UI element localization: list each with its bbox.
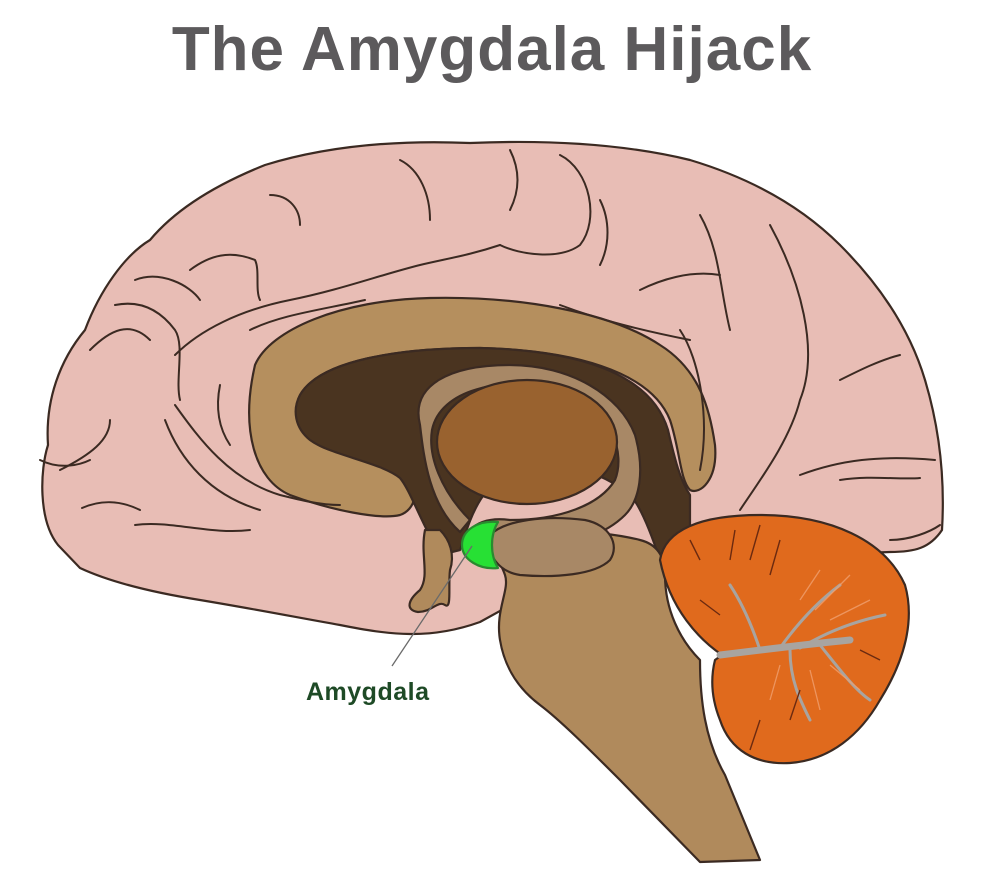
diagram-title: The Amygdala Hijack	[171, 15, 813, 84]
amygdala-label: Amygdala	[306, 678, 430, 706]
fornix	[417, 363, 642, 558]
brainstem	[492, 530, 762, 864]
midbrain	[487, 517, 615, 578]
thalamus	[435, 378, 619, 506]
cerebellum	[658, 513, 910, 765]
amygdala	[460, 520, 500, 570]
amygdala-pointer-line	[391, 545, 473, 667]
